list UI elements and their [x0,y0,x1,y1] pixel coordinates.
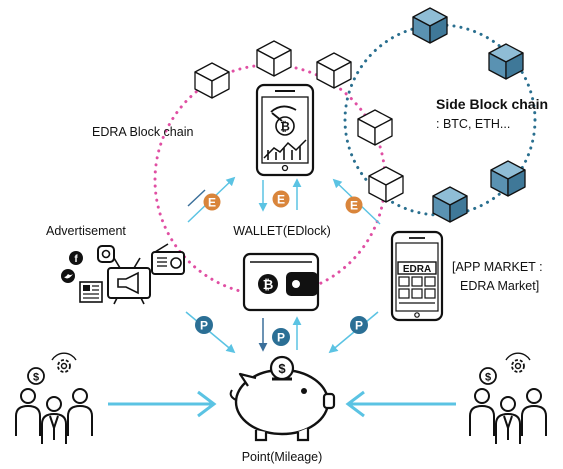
radio-icon [151,243,185,275]
svg-text:E: E [208,196,216,210]
tablet-app-icon: EDRA [390,230,444,322]
cube-icon [412,7,448,44]
cube-icon [490,160,526,197]
arrow [197,390,217,418]
svg-text:$: $ [33,372,39,384]
edra-block-chain-label: EDRA Block chain [92,125,194,139]
cube-icon [316,52,352,89]
side-block-chain-title: Side Block chain [436,96,549,112]
tv-megaphone-icon [107,257,151,305]
svg-text:E: E [350,199,358,213]
svg-text:P: P [355,319,363,333]
app-market-label-line1: [APP MARKET : [452,260,543,274]
advertisement-cluster: f [61,243,185,305]
app-screen-title: EDRA [403,264,431,275]
twitter-icon [61,269,75,283]
arrow [187,189,206,207]
p-point-badge: P [272,328,290,346]
point-mileage-label: Point(Mileage) [241,450,323,464]
svg-text:P: P [200,319,208,333]
cube-icon [194,62,230,99]
cube-icon [488,43,524,80]
e-token-badge: E [272,190,290,208]
app-market-label-line2: EDRA Market] [460,279,540,293]
e-token-badge: E [345,196,363,214]
wallet-label: WALLET(EDlock) [233,224,331,238]
svg-text:$: $ [485,372,491,384]
advertisement-label: Advertisement [46,224,126,238]
cube-icon [357,109,393,146]
facebook-icon: f [69,251,83,265]
bitcoin-icon: ₿ [263,278,274,293]
svg-text:E: E [277,193,285,207]
arrow [345,390,365,418]
wallet-icon: ₿ [242,252,320,312]
arrow [185,311,236,354]
bitcoin-icon: ₿ [280,120,290,134]
cube-icon [368,166,404,203]
p-point-badge: P [350,316,368,334]
people-group-icon: $ [15,352,93,445]
side-block-chain-coins: : BTC, ETH... [436,117,511,131]
people-group-icon: $ [469,352,547,445]
svg-text:f: f [74,254,78,265]
smartphone-mining-icon: ₿ [255,83,315,177]
instagram-icon [97,245,115,263]
svg-text:P: P [277,331,285,345]
cube-icon [432,186,468,223]
e-token-badge: E [203,193,221,211]
svg-text:$: $ [278,361,286,376]
p-point-badge: P [195,316,213,334]
cube-icon [256,40,292,77]
newspaper-icon [79,281,103,303]
piggy-bank-icon: $ [229,355,336,442]
